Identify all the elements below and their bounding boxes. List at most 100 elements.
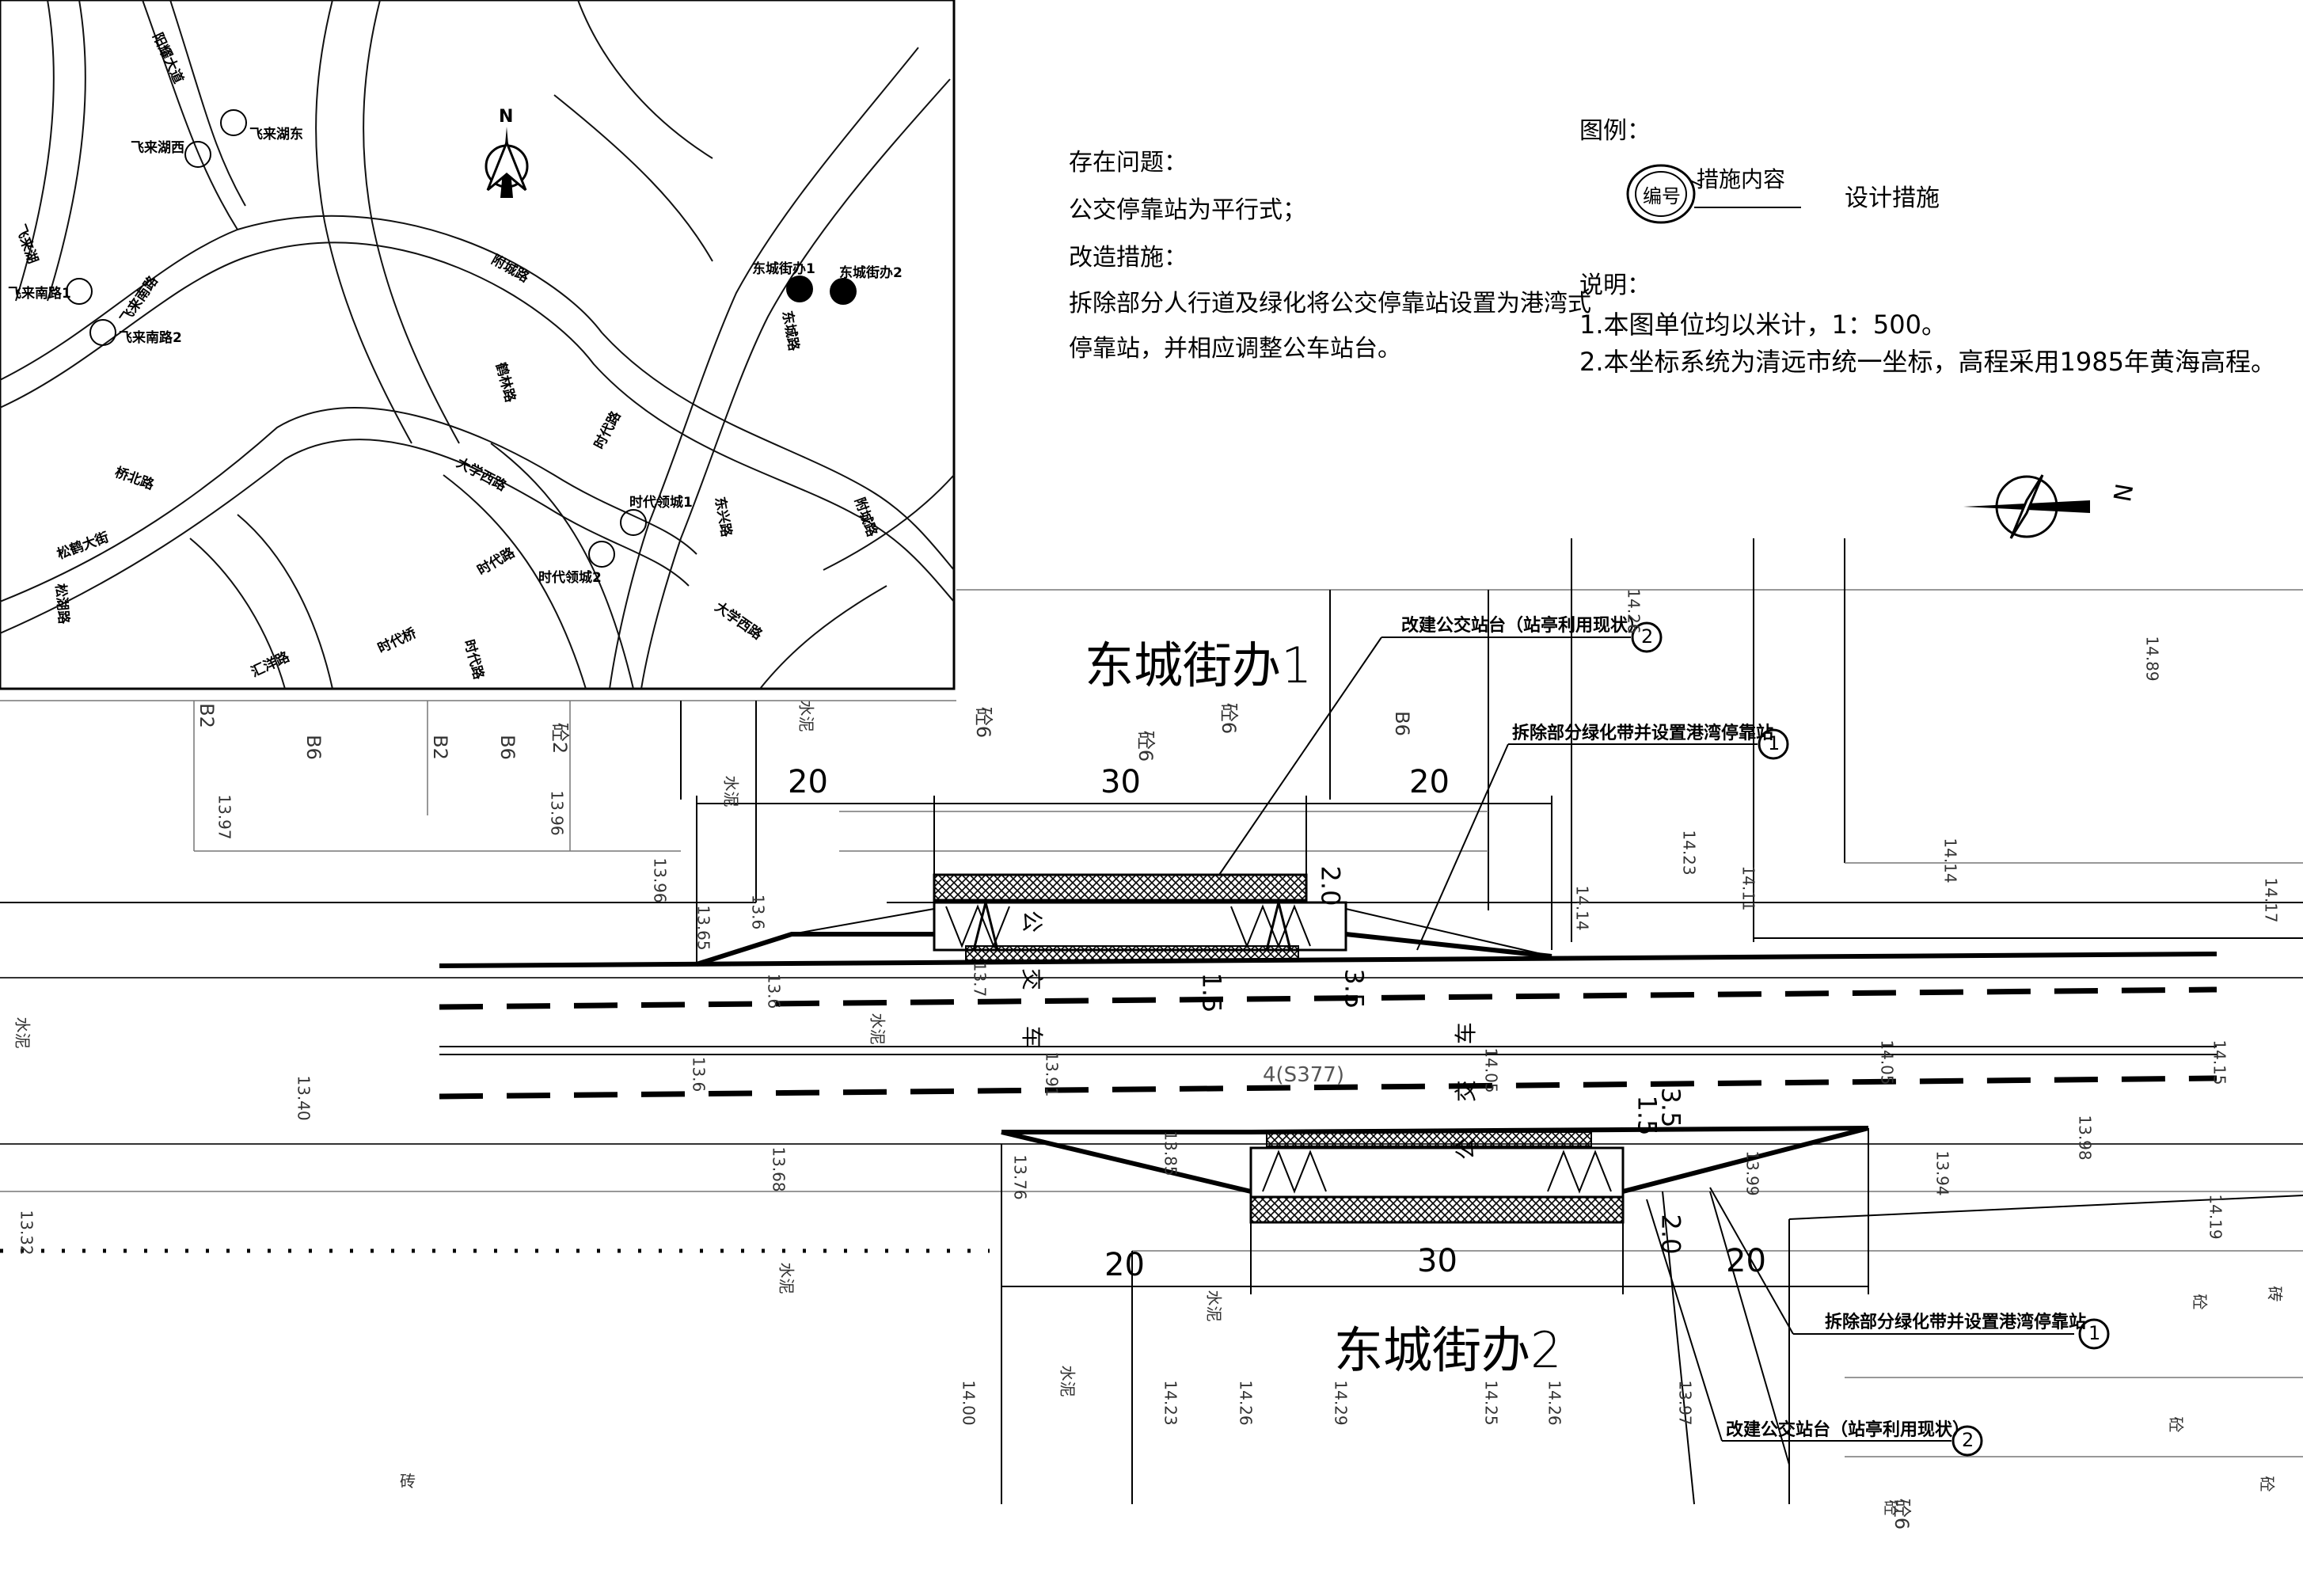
inset-stop-label: 飞来南路1 [8, 286, 71, 302]
dim-bottom-3: 20 [1726, 1243, 1766, 1279]
hatched-island-bottom [1266, 1131, 1592, 1147]
elevation-label: 14.26 [1624, 588, 1644, 634]
elevation-label: 13.7 [970, 961, 990, 998]
elevation-label: 14.05 [1481, 1047, 1501, 1093]
parcel-label: 砼2 [549, 722, 572, 754]
elevation-label: 13.6 [748, 894, 768, 930]
hatched-island-top [965, 945, 1299, 961]
elevation-label: 14.05 [1877, 1039, 1897, 1085]
elevation-label: 13.32 [17, 1210, 36, 1256]
callout-num-bottom-2: 2 [1962, 1429, 1974, 1451]
elevation-label: 13.98 [2075, 1115, 2095, 1161]
elevation-label: 13.96 [650, 857, 670, 903]
elevation-label: 14.14 [1940, 838, 1960, 884]
station-name-bottom: 东城街办2 [1334, 1321, 1562, 1379]
material-label: 砼 [2166, 1416, 2186, 1433]
parcel-label: B6 [302, 735, 325, 760]
offset-bottom-3: 2.0 [1655, 1214, 1686, 1255]
platform-text-top: 公 交 车 [1019, 910, 1045, 1062]
problem-text: 公交停靠站为平行式； [1069, 196, 1306, 224]
callout-circle-bottom-1 [2078, 1318, 2110, 1350]
elevation-label: 13.40 [294, 1075, 314, 1121]
station-name-top: 东城街办1 [1085, 636, 1313, 694]
inset-north-arrow-icon [485, 127, 529, 198]
parcel-label: 砼6 [1218, 702, 1241, 735]
offset-top-2: 3.5 [1339, 968, 1370, 1009]
dim-top-3: 20 [1409, 764, 1450, 800]
elevation-label: 13.91 [1042, 1051, 1062, 1097]
elevation-label: 13.68 [769, 1146, 789, 1192]
legend-content-label: 措施内容 [1697, 166, 1786, 192]
inset-north-label: N [499, 107, 514, 127]
stop-marker-shidai-1 [620, 509, 647, 536]
material-label: 砼 [2257, 1476, 2277, 1492]
road-label: 4(S377) [1263, 1063, 1344, 1087]
platform-text-bottom: 公 交 车 [1453, 1008, 1479, 1160]
parcel-label: B2 [428, 735, 451, 760]
elevation-label: 14.25 [1481, 1380, 1501, 1426]
elevation-label: 13.76 [1010, 1154, 1030, 1200]
elevation-label: 14.29 [1331, 1380, 1351, 1426]
dim-bottom-2: 30 [1417, 1243, 1457, 1279]
elevation-label: 14.17 [2261, 877, 2281, 923]
parcel-label: B6 [496, 735, 519, 760]
callout-text-top-2: 改建公交站台（站亭利用现状） [1401, 616, 1646, 636]
inset-stop-label: 时代领城2 [538, 570, 602, 586]
material-label: 砖 [2265, 1286, 2285, 1302]
material-label: 水泥 [796, 700, 816, 732]
callout-leaders [1218, 621, 2110, 1457]
stop-marker-feilainanlu-1 [66, 278, 93, 305]
elevation-label: 13.65 [694, 905, 713, 951]
elevation-label: 13.97 [215, 794, 234, 840]
offset-top-1: 2.0 [1315, 865, 1346, 906]
material-label: 水泥 [868, 1013, 887, 1045]
elevation-label: 14.89 [2142, 636, 2162, 682]
inset-street-label: 松湖路 [51, 583, 72, 625]
callout-num-top-2: 2 [1641, 625, 1654, 648]
platform-bottom [1249, 1146, 1625, 1199]
stop-marker-dongcheng-2 [830, 278, 857, 305]
elevation-label: 13.96 [547, 790, 567, 836]
callout-num-top-1: 1 [1768, 732, 1780, 754]
stop-marker-feilainanlu-2 [89, 319, 116, 346]
legend-symbol [1626, 164, 1801, 224]
dim-bottom-1: 20 [1104, 1247, 1145, 1283]
dim-top-1: 20 [788, 764, 828, 800]
callout-text-bottom-2: 改建公交站台（站亭利用现状） [1726, 1420, 1970, 1440]
elevation-label: 14.00 [959, 1380, 979, 1426]
parcel-label: B2 [195, 703, 218, 728]
material-label: 水泥 [13, 1016, 32, 1049]
material-label: 水泥 [777, 1262, 796, 1294]
callout-circle-top-2 [1631, 621, 1663, 653]
measures-line1: 拆除部分人行道及绿化将公交停靠站设置为港湾式 [1069, 290, 1591, 317]
elevation-label: 14.23 [1679, 830, 1699, 876]
notes-line2: 2.本坐标系统为清远市统一坐标，高程采用1985年黄海高程。 [1579, 347, 2276, 377]
material-label: 水泥 [1058, 1365, 1077, 1397]
inset-stop-label: 时代领城1 [629, 495, 693, 511]
inset-stop-label: 东城街办2 [839, 265, 903, 281]
elevation-label: 14.23 [1161, 1380, 1180, 1426]
bus-bay-top [696, 796, 1552, 967]
material-label: 砼 [2190, 1294, 2210, 1310]
material-label: 水泥 [721, 775, 741, 808]
stop-marker-feilaihu-east [220, 109, 247, 136]
bus-bay-bottom [1001, 1126, 1869, 1294]
inset-stop-label: 东城街办1 [752, 261, 815, 277]
callout-text-top-1: 拆除部分绿化带并设置港湾停靠站 [1512, 724, 1774, 743]
parcel-label: B6 [1390, 711, 1413, 736]
notes-line1: 1.本图单位均以米计，1：500。 [1579, 310, 1947, 340]
offset-bottom-2: 1.5 [1632, 1095, 1663, 1136]
stop-marker-shidai-2 [588, 541, 615, 568]
parcel-label: 砼6 [1134, 730, 1157, 762]
inset-stop-label: 飞来南路2 [119, 330, 182, 346]
measures-heading: 改造措施： [1069, 244, 1188, 272]
elevation-label: 14.11 [1739, 865, 1758, 911]
legend-meaning: 设计措施 [1845, 184, 1940, 212]
elevation-label: 13.94 [1932, 1150, 1952, 1196]
elevation-label: 13.6 [764, 973, 784, 1009]
elevation-label: 13.99 [1742, 1150, 1762, 1196]
measures-line2: 停靠站，并相应调整公车站台。 [1069, 335, 1401, 363]
hatched-strip-top [933, 873, 1308, 902]
offset-top-3: 1.5 [1196, 972, 1227, 1013]
stop-marker-feilaihu-west [184, 141, 211, 168]
